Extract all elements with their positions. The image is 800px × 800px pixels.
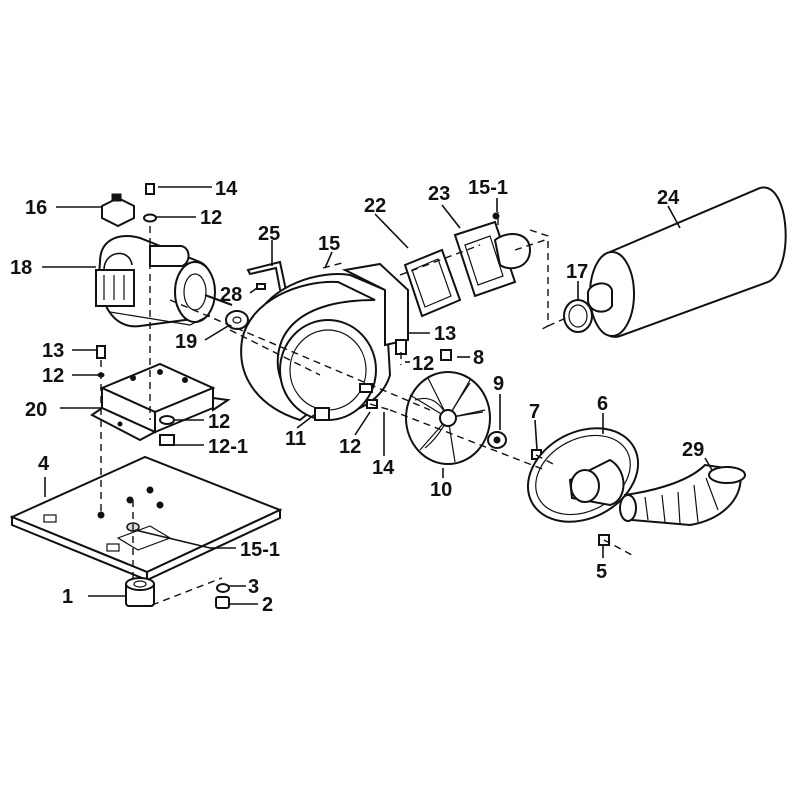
label-12-housing: 12	[339, 436, 361, 458]
label-13-left: 13	[42, 340, 64, 362]
foot-part	[125, 577, 155, 607]
label-24: 24	[657, 187, 680, 209]
label-12-right: 12	[412, 353, 434, 375]
label-12-bracket: 12	[208, 411, 230, 433]
label-2: 2	[262, 594, 273, 616]
assembly-lines	[100, 212, 633, 606]
label-5: 5	[596, 561, 607, 583]
label-16: 16	[25, 197, 47, 219]
switch-part	[101, 193, 135, 228]
label-1: 1	[62, 586, 73, 608]
label-23: 23	[428, 183, 450, 205]
label-10: 10	[430, 479, 452, 501]
washer-nut-parts	[215, 583, 230, 609]
label-11: 11	[285, 428, 306, 450]
label-4: 4	[38, 453, 50, 475]
label-25: 25	[258, 223, 280, 245]
label-15-1-bottom: 15-1	[240, 539, 280, 561]
blower-housing-part	[240, 262, 409, 422]
label-9: 9	[493, 373, 504, 395]
part-number-labels: 16 18 14 12 13 12 20 12 12-1 4 15-1 1 3 …	[10, 177, 704, 616]
label-13-right: 13	[434, 323, 456, 345]
motor-part	[95, 235, 233, 328]
label-14-top: 14	[215, 178, 238, 200]
label-22: 22	[364, 195, 386, 217]
label-17: 17	[566, 261, 588, 283]
coupling-part	[563, 299, 593, 333]
inlet-plate-part	[526, 427, 640, 523]
gasket-part	[403, 248, 462, 318]
flex-hose-part	[619, 463, 746, 527]
fan-wheel-part	[405, 371, 491, 465]
label-15: 15	[318, 233, 340, 255]
label-6: 6	[597, 393, 608, 415]
leader-lines	[42, 186, 713, 605]
label-14-bottom: 14	[372, 457, 395, 479]
label-8: 8	[473, 347, 484, 369]
label-28: 28	[220, 284, 242, 306]
label-12-1: 12-1	[208, 436, 248, 458]
label-19: 19	[175, 331, 197, 353]
tank-part	[586, 186, 787, 338]
label-18: 18	[10, 257, 32, 279]
label-15-1-top: 15-1	[468, 177, 508, 199]
label-12-top: 12	[200, 207, 222, 229]
fan-hub-part	[487, 431, 507, 449]
label-29: 29	[682, 439, 704, 461]
label-7: 7	[529, 401, 540, 423]
label-3: 3	[248, 576, 259, 598]
label-12-left: 12	[42, 365, 64, 387]
label-20: 20	[25, 399, 47, 421]
flange-adapter-part	[453, 212, 532, 298]
base-plate-part	[9, 455, 283, 582]
